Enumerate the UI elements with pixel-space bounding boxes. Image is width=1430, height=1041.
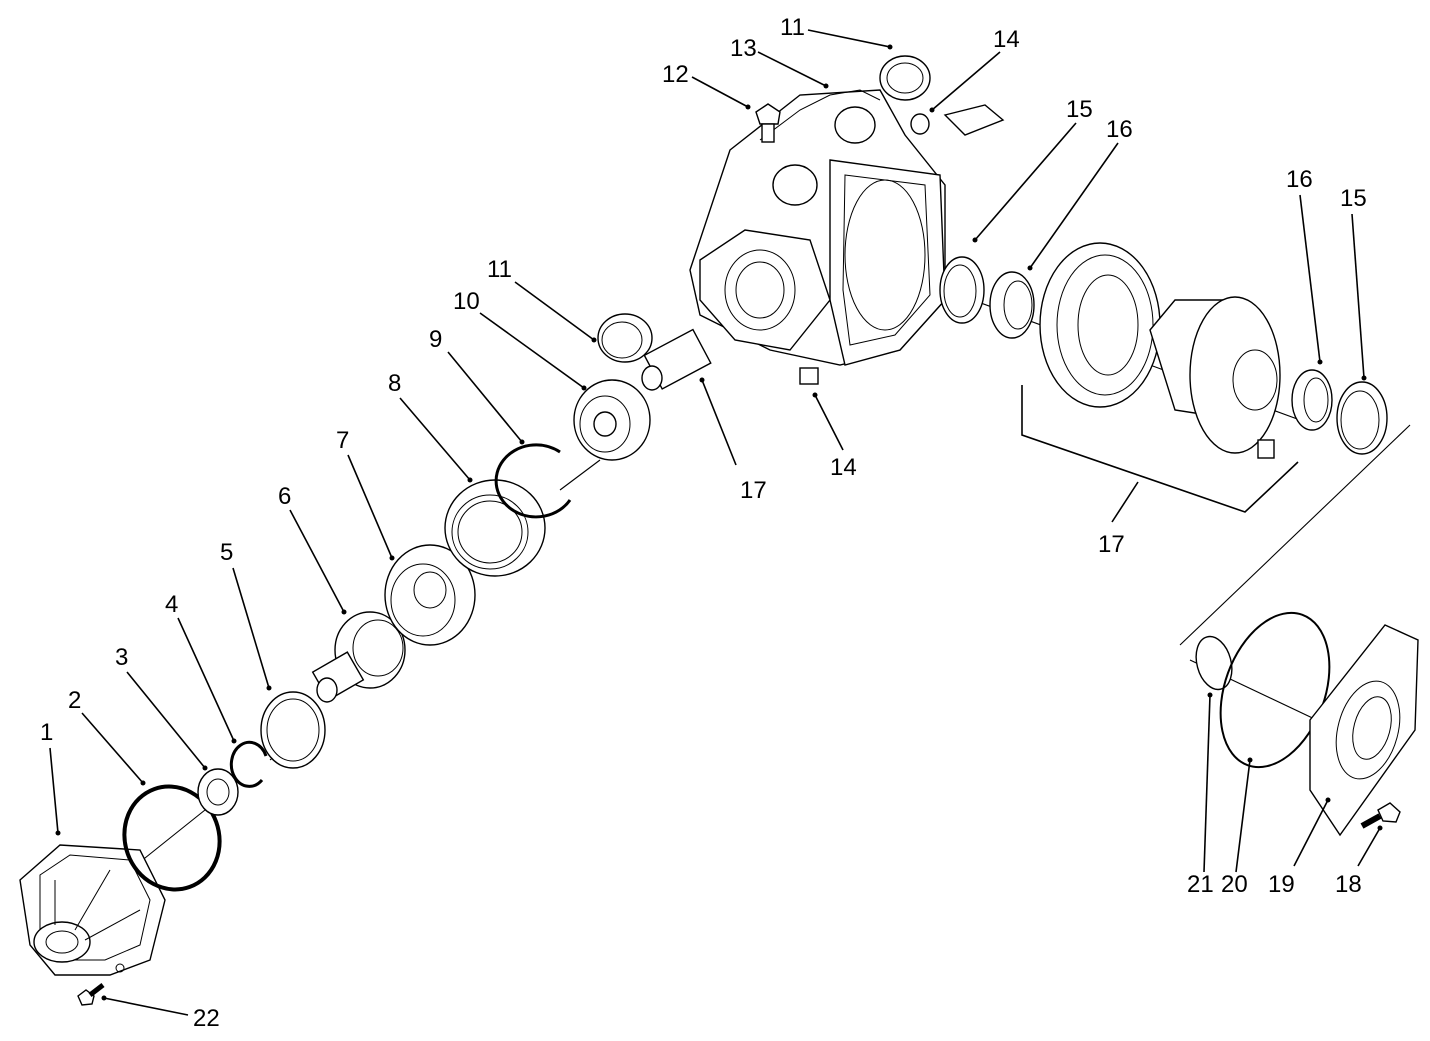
part-7-bearing bbox=[384, 544, 476, 646]
part-3-seal bbox=[197, 768, 239, 816]
callout-4: 4 bbox=[165, 591, 178, 618]
part-14-plug-upper bbox=[910, 113, 930, 135]
part-10-ball-bearing bbox=[573, 379, 651, 461]
part-14-plug-lower bbox=[799, 367, 819, 385]
callout-19: 19 bbox=[1268, 871, 1295, 898]
callout-7: 7 bbox=[336, 427, 349, 454]
callout-6: 6 bbox=[278, 483, 291, 510]
callout-5: 5 bbox=[220, 539, 233, 566]
part-2-o-ring bbox=[122, 784, 222, 892]
part-5-shim bbox=[260, 691, 326, 769]
part-21-seal bbox=[1195, 635, 1233, 691]
callout-12: 12 bbox=[662, 61, 689, 88]
callout-9: 9 bbox=[429, 326, 442, 353]
callout-11-upper: 11 bbox=[780, 14, 805, 41]
gear-case-housing bbox=[689, 89, 946, 366]
part-16-bearing-cone-right bbox=[1291, 369, 1333, 431]
callout-15-right: 15 bbox=[1340, 185, 1367, 212]
callout-10: 10 bbox=[453, 288, 480, 315]
callout-18: 18 bbox=[1335, 871, 1362, 898]
part-18-bolt bbox=[1360, 802, 1401, 829]
cover-plate bbox=[943, 104, 1005, 136]
part-15-bearing-cup-right bbox=[1336, 381, 1388, 455]
callout-21: 21 bbox=[1187, 871, 1214, 898]
callout-14-lower: 14 bbox=[830, 454, 857, 481]
callout-13: 13 bbox=[730, 35, 757, 62]
callout-11-lower: 11 bbox=[487, 256, 512, 283]
callout-22: 22 bbox=[193, 1005, 220, 1032]
part-9-snap-ring bbox=[494, 443, 572, 519]
callout-2: 2 bbox=[68, 687, 81, 714]
part-22-bolt bbox=[77, 983, 105, 1006]
part-17-input-shaft bbox=[641, 328, 712, 391]
callout-15-left: 15 bbox=[1066, 96, 1093, 123]
part-1-end-housing bbox=[19, 844, 166, 976]
leader-lines bbox=[49, 29, 1383, 1016]
part-12-vent-plug bbox=[755, 103, 781, 143]
part-19-cover bbox=[1309, 624, 1419, 837]
callout-17-group: 17 bbox=[1098, 531, 1125, 558]
callout-16-left: 16 bbox=[1106, 116, 1133, 143]
callout-17-shaft: 17 bbox=[740, 477, 767, 504]
callout-8: 8 bbox=[388, 370, 401, 397]
callout-14-upper: 14 bbox=[993, 26, 1020, 53]
group-bracket-17 bbox=[1021, 385, 1299, 513]
part-17-differential bbox=[1039, 242, 1281, 459]
part-15-bearing-cup-left bbox=[939, 256, 985, 324]
part-16-bearing-cone-left bbox=[989, 271, 1035, 339]
callout-20: 20 bbox=[1221, 871, 1248, 898]
part-6-pinion-gear bbox=[311, 611, 406, 703]
part-8-needle-bearing bbox=[444, 479, 546, 577]
part-4-snap-ring bbox=[229, 740, 268, 788]
callout-labels: 1 2 3 4 5 6 7 8 9 10 11 11 12 13 14 14 1… bbox=[40, 14, 1367, 1032]
callout-16-right: 16 bbox=[1286, 166, 1313, 193]
callout-3: 3 bbox=[115, 644, 128, 671]
part-11-bushing-upper bbox=[879, 55, 931, 101]
callout-1: 1 bbox=[40, 719, 53, 746]
part-11-bushing-lower bbox=[597, 313, 653, 363]
